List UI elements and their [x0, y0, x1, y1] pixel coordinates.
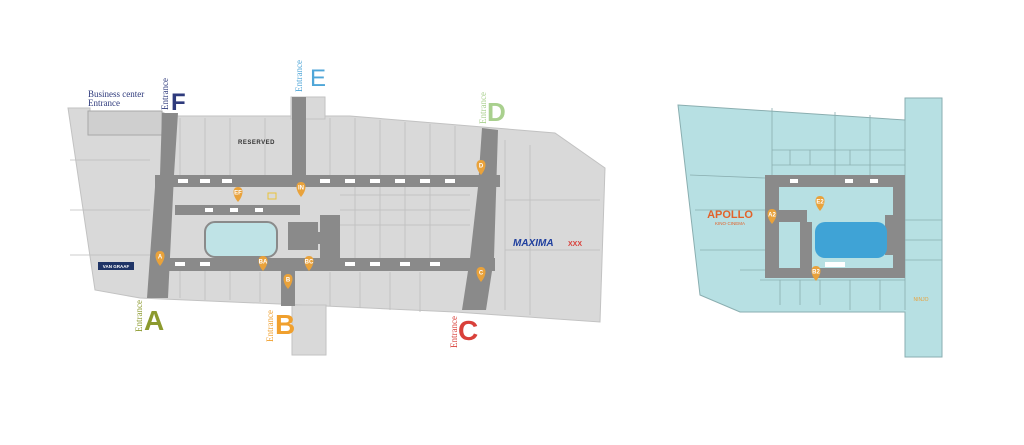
pin-ba[interactable]: BA — [258, 256, 268, 271]
upper-location-pins: A2 E2 B2 — [767, 196, 825, 281]
pin-label: E2 — [816, 200, 824, 206]
van-graaf-label: VAN GRAAF — [103, 264, 130, 269]
location-pins: A BA B BC C D EF IN — [155, 160, 486, 289]
small-shop-label: NINJO — [914, 297, 929, 303]
atrium-pool — [204, 221, 278, 258]
pin-icon — [304, 256, 314, 271]
pin-c[interactable]: C — [476, 267, 486, 282]
pin-label: D — [479, 164, 484, 170]
corridor-entrance-e — [292, 97, 306, 177]
entrance-e: Entrance E — [294, 60, 326, 92]
entrance-b-letter: B — [275, 309, 295, 340]
pin-label: EF — [234, 191, 242, 197]
entrance-b: Entrance B — [265, 309, 295, 342]
upper-corridor-south — [765, 268, 905, 278]
pin-bc[interactable]: BC — [304, 256, 314, 271]
upper-corridor-north — [765, 175, 905, 187]
ground-floor-plan: RESERVED MAXIMA XXX VAN GRAAF — [67, 96, 606, 356]
pin-label: IN — [298, 186, 304, 192]
business-center-line1: Business center — [88, 89, 144, 99]
pin-icon — [476, 160, 486, 175]
entrance-a-letter: A — [144, 305, 164, 336]
upper-corridor-bridge — [800, 222, 812, 268]
pin-icon — [476, 267, 486, 282]
business-center-annex — [87, 110, 163, 136]
upper-corridors — [765, 175, 905, 278]
corridor-connector — [320, 215, 340, 265]
pin-e2[interactable]: E2 — [815, 196, 825, 211]
pin-b[interactable]: B — [283, 274, 293, 289]
pin-label: A — [158, 255, 163, 261]
entrance-b-word: Entrance — [265, 310, 275, 342]
entrance-d: Entrance D — [478, 92, 506, 127]
entrance-b-passage — [291, 304, 327, 356]
pin-label: BA — [259, 260, 268, 266]
pin-in[interactable]: IN — [296, 182, 306, 197]
pin-d[interactable]: D — [476, 160, 486, 175]
pin-a2[interactable]: A2 — [767, 209, 777, 224]
entrance-f: Entrance F — [160, 78, 186, 116]
entrance-a: Entrance A — [134, 300, 164, 336]
upper-shop-outlines — [689, 108, 942, 310]
upper-block-east — [885, 215, 895, 255]
apollo-logo: APOLLO — [707, 209, 753, 221]
pin-icon — [815, 196, 825, 211]
pin-icon — [155, 251, 165, 266]
entrance-c-letter: C — [458, 315, 478, 346]
van-graaf-badge — [98, 262, 134, 270]
pin-label: B2 — [812, 270, 820, 276]
entrance-e-word: Entrance — [294, 60, 304, 92]
reserved-label: RESERVED — [238, 140, 275, 146]
pin-b2[interactable]: B2 — [811, 266, 821, 281]
upper-corridor-east — [893, 175, 905, 278]
pin-icon — [233, 187, 243, 202]
corridor-entrance-a — [147, 113, 178, 298]
pin-icon — [811, 266, 821, 281]
corridor-entrance-c-d — [462, 128, 498, 310]
upper-corridor-markers — [790, 179, 878, 267]
info-marker — [267, 192, 277, 200]
pin-icon — [767, 209, 777, 224]
entrance-d-word: Entrance — [478, 92, 488, 124]
entrance-e-letter: E — [310, 65, 326, 92]
pin-icon — [258, 256, 268, 271]
upper-corridor-west — [765, 175, 779, 278]
corridor-markers — [175, 179, 455, 266]
pin-label: B — [286, 278, 291, 284]
pin-label: C — [479, 271, 484, 277]
pin-a[interactable]: A — [155, 251, 165, 266]
entrance-a-word: Entrance — [134, 300, 144, 332]
pin-ef[interactable]: EF — [233, 187, 243, 202]
maxima-logo: MAXIMA — [513, 238, 554, 249]
apollo-sub-logo: KINO·CINEMA — [715, 221, 745, 226]
pin-icon — [296, 182, 306, 197]
entrance-f-letter: F — [171, 89, 186, 116]
entrance-f-word: Entrance — [160, 78, 170, 110]
pin-icon — [283, 274, 293, 289]
entrance-c-word: Entrance — [449, 316, 459, 348]
atrium-block — [288, 222, 318, 250]
entrance-labels: Business center Entrance Entrance F Entr… — [88, 60, 506, 348]
upper-floor-plan: APOLLO KINO·CINEMA NINJO — [677, 97, 943, 358]
entrance-d-letter: D — [487, 97, 506, 127]
upper-atrium-pool — [815, 222, 887, 258]
business-center-line2: Entrance — [88, 98, 120, 108]
upper-corridor-inner — [779, 210, 807, 222]
entrance-c: Entrance C — [449, 315, 478, 348]
pin-label: A2 — [768, 213, 776, 219]
maxima-sub-logo: XXX — [568, 241, 582, 248]
pin-label: BC — [305, 260, 314, 266]
